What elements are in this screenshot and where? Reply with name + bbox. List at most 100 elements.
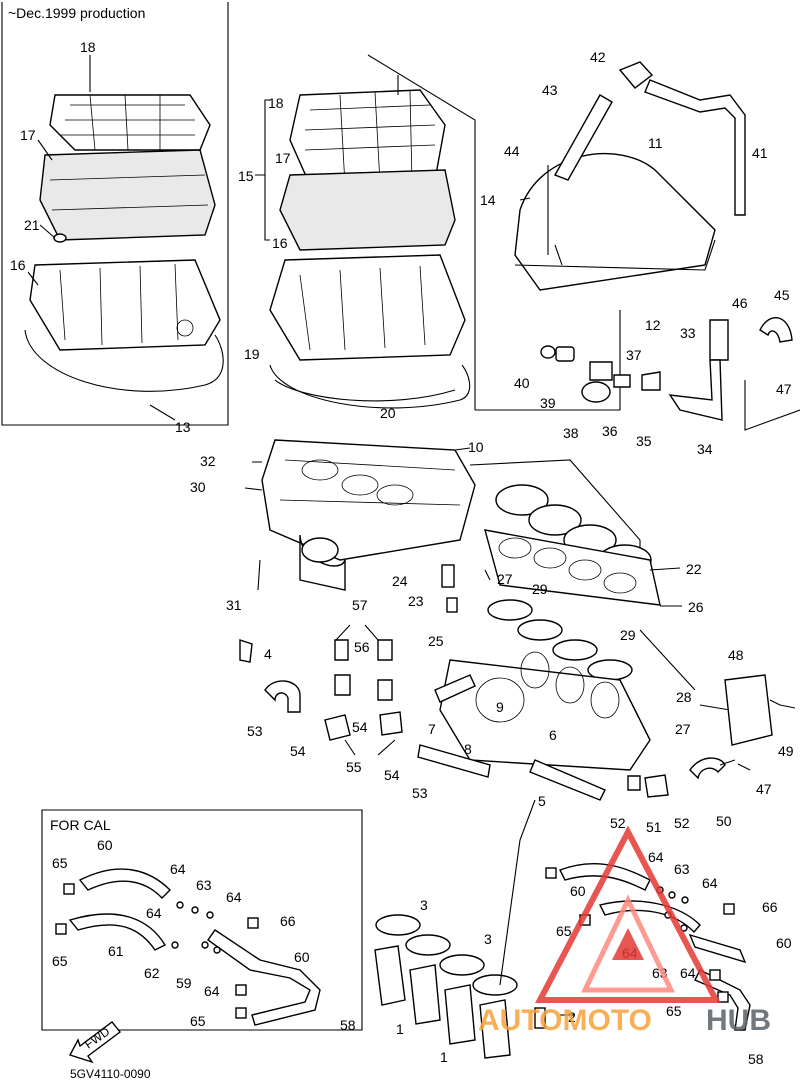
callout-15: 15	[238, 168, 254, 184]
callout-54: 54	[352, 719, 368, 735]
fittings-35-40: 40 39 37 38 36 35	[514, 345, 661, 449]
callout-5: 5	[538, 793, 546, 809]
right-fittings-group: 48 49 47 50 52 51 52	[610, 647, 796, 835]
callout-66: 66	[280, 913, 296, 929]
callout-64: 64	[204, 983, 220, 999]
hose-7	[434, 674, 476, 703]
california-model-inset: FOR CAL 60 65 65 61 64 63 64 64 66 62 59…	[41, 809, 363, 1033]
callout-65: 65	[52, 855, 68, 871]
callout-58: 58	[748, 1051, 764, 1067]
carburetor-assembly: 9 28 27	[439, 599, 731, 771]
callout-40: 40	[514, 375, 530, 391]
callout-22: 22	[686, 561, 702, 577]
hose-50	[689, 757, 726, 780]
callout-64: 64	[226, 889, 242, 905]
callout-3: 3	[420, 897, 428, 913]
intake-joints-group: 3 3 1 1 2	[374, 799, 576, 1065]
callout-42: 42	[590, 49, 606, 65]
hose-41	[644, 79, 746, 216]
hose-58-inset	[207, 929, 321, 1026]
callout-57: 57	[352, 597, 368, 613]
callout-49: 49	[778, 743, 794, 759]
callout-65: 65	[666, 1003, 682, 1019]
crankcase-breather-group: 42 43 11 41 44 14 12 33 46 45 47 34	[480, 49, 800, 457]
callout-47: 47	[776, 381, 792, 397]
callout-51: 51	[646, 819, 662, 835]
callout-48: 48	[728, 647, 744, 663]
callout-29: 29	[620, 627, 636, 643]
callout-53: 53	[412, 785, 428, 801]
callout-16: 16	[272, 235, 288, 251]
callout-1: 1	[440, 1049, 448, 1065]
air-filter-cover-frame-early	[49, 94, 211, 151]
callout-10: 10	[468, 439, 484, 455]
callout-26: 26	[688, 599, 704, 615]
inset-title: FOR CAL	[50, 817, 111, 833]
seal-19-20	[269, 364, 471, 409]
callout-3: 3	[484, 931, 492, 947]
air-filter-element	[279, 169, 456, 251]
callout-39: 39	[540, 395, 556, 411]
callout-30: 30	[190, 479, 206, 495]
hose-34	[668, 359, 723, 421]
hose-5	[529, 759, 606, 801]
callout-27: 27	[675, 721, 691, 737]
callout-17: 17	[275, 150, 291, 166]
callout-31: 31	[226, 597, 242, 613]
callout-52: 52	[610, 815, 626, 831]
callout-60: 60	[97, 837, 113, 853]
vent-valve-33	[709, 319, 729, 361]
callout-64: 64	[170, 861, 186, 877]
callout-36: 36	[602, 423, 618, 439]
callout-55: 55	[346, 759, 362, 775]
callout-24: 24	[392, 573, 408, 589]
callout-47: 47	[756, 781, 772, 797]
callout-29: 29	[532, 581, 548, 597]
callout-59: 59	[176, 975, 192, 991]
hose-45	[759, 317, 793, 343]
callout-13: 13	[175, 419, 191, 435]
callout-61: 61	[108, 943, 124, 959]
joint-55	[324, 714, 351, 741]
hose-43	[553, 94, 613, 181]
callout-18: 18	[80, 39, 96, 55]
callout-64: 64	[648, 849, 664, 865]
air-filter-element-early	[39, 149, 216, 241]
callout-56: 56	[354, 639, 370, 655]
callout-60: 60	[776, 935, 792, 951]
hose-53	[264, 680, 301, 713]
callout-45: 45	[774, 287, 790, 303]
callout-37: 37	[626, 347, 642, 363]
callout-11: 11	[648, 135, 663, 151]
air-filter-case: 10 32 30 31 24 23 25	[190, 439, 484, 649]
callout-62: 62	[144, 965, 160, 981]
callout-58: 58	[340, 1017, 356, 1033]
hose-61-inset	[68, 913, 166, 951]
watermark-logo: AUTOMOTO HUB	[478, 825, 771, 1037]
callout-28: 28	[676, 689, 692, 705]
callout-46: 46	[732, 295, 748, 311]
callout-52: 52	[674, 815, 690, 831]
callout-60: 60	[294, 949, 310, 965]
callout-33: 33	[680, 325, 696, 341]
hose-60-right	[559, 862, 651, 891]
callout-44: 44	[504, 143, 520, 159]
callout-14: 14	[480, 192, 496, 208]
callout-41: 41	[752, 145, 768, 161]
callout-38: 38	[563, 425, 579, 441]
callout-63: 63	[674, 861, 690, 877]
callout-63: 63	[196, 877, 212, 893]
callout-2: 2	[568, 1009, 576, 1025]
callout-60: 60	[570, 883, 586, 899]
canister-48	[724, 674, 773, 746]
callout-65: 65	[52, 953, 68, 969]
callout-23: 23	[408, 593, 424, 609]
callout-34: 34	[697, 441, 713, 457]
carburetor-joints: 22 26 27 29 29	[469, 459, 704, 643]
hose-60-inset	[78, 868, 171, 900]
callout-66: 66	[762, 899, 778, 915]
callout-53: 53	[247, 723, 263, 739]
air-filter-case-cap	[269, 254, 466, 361]
callout-16: 16	[10, 257, 26, 273]
callout-64: 64	[146, 905, 162, 921]
